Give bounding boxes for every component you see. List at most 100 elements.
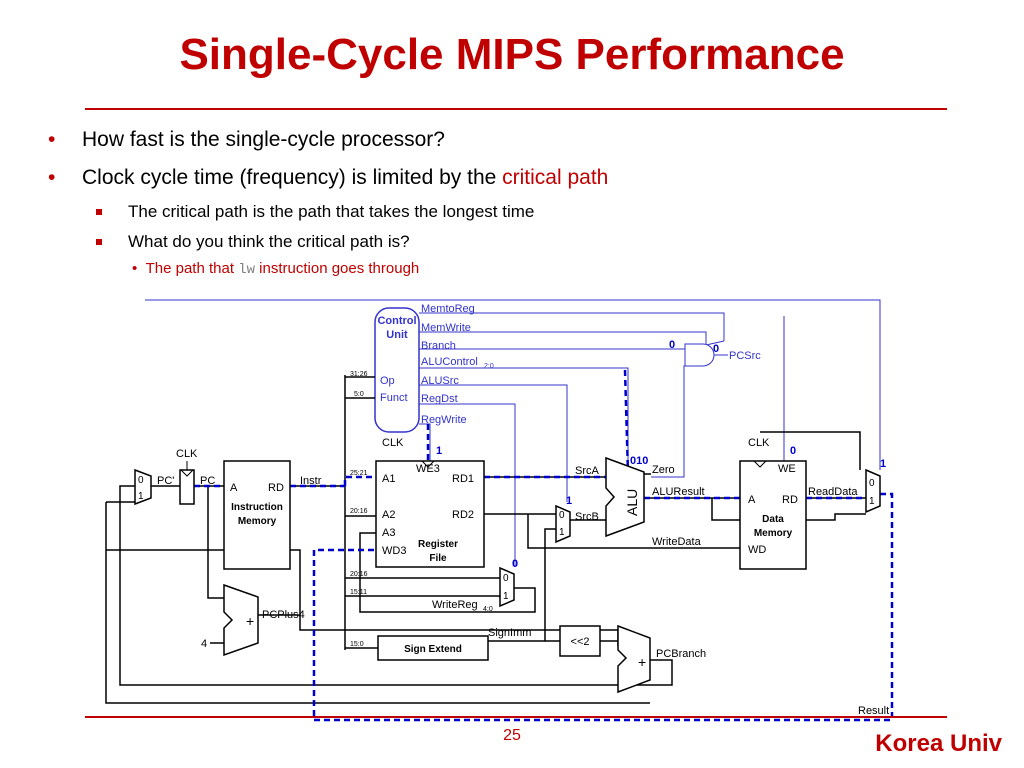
control-unit-label: Unit: [386, 329, 408, 341]
bitfield-imm: 15:0: [350, 641, 364, 648]
adder-plus: +: [638, 654, 646, 670]
critical-path-highlight: critical path: [502, 166, 609, 189]
srcb-label: SrcB: [575, 511, 599, 523]
alucontrol-value: 010: [630, 455, 648, 467]
regfile-label: Register: [418, 539, 458, 550]
pc-mux: [134, 468, 152, 506]
memwrite-value: 0: [790, 445, 796, 457]
imem-a-port: A: [230, 482, 238, 494]
memwrite-label: MemWrite: [421, 322, 471, 334]
dmem-a-port: A: [748, 494, 756, 506]
shift-left-2: [559, 625, 601, 657]
dmem-rd-port: RD: [782, 494, 798, 506]
memtoreg-mux-in0: 0: [869, 478, 875, 489]
alusrc-value: 1: [566, 495, 572, 507]
bitfield-op: 31:26: [350, 371, 368, 378]
instruction-memory: [223, 460, 291, 570]
slide-title: Single-Cycle MIPS Performance: [179, 30, 845, 79]
a3-port: A3: [382, 527, 395, 539]
and-gate: [684, 343, 715, 367]
wd3-port: WD3: [382, 545, 406, 557]
sub-bullet-text: What do you think the critical path is?: [128, 232, 410, 251]
pc-label: PC: [200, 475, 215, 487]
pcsrc-value: 0: [713, 343, 719, 355]
brand-label: Korea Univ: [875, 730, 1002, 757]
sub-bullet-text: The critical path is the path that takes…: [128, 202, 535, 221]
alusrc-label: ALUSrc: [421, 375, 459, 387]
control-unit: [374, 307, 420, 433]
alucontrol-sub: 2:0: [484, 363, 494, 370]
rd1-port: RD1: [452, 473, 474, 485]
imem-rd-port: RD: [268, 482, 284, 494]
imem-label: Memory: [238, 516, 277, 527]
regdst-mux: [499, 566, 515, 608]
writereg-label: WriteReg: [432, 599, 478, 611]
srca-label: SrcA: [575, 465, 600, 477]
sub-sub-bullet: • The path that lw instruction goes thro…: [132, 260, 420, 278]
sub-bullet-marker: [96, 239, 102, 245]
aluresult-label: ALUResult: [652, 486, 705, 498]
branch-value: 0: [669, 339, 675, 351]
pc-adder: [223, 583, 259, 657]
alucontrol-label: ALUControl: [421, 356, 478, 368]
control-unit-label: Control: [377, 315, 416, 327]
writedata-label: WriteData: [652, 536, 702, 548]
zero-label: Zero: [652, 464, 675, 476]
data-memory: [739, 460, 807, 570]
srcb-mux-in0: 0: [559, 510, 565, 521]
lw-code: lw: [238, 262, 255, 278]
page-number: 25: [503, 727, 521, 744]
bullet-dot: •: [48, 128, 56, 151]
bitfield-rt: 20:16: [350, 508, 368, 515]
imem-label: Instruction: [231, 502, 283, 513]
dmem-wd-port: WD: [748, 544, 766, 556]
bitfield-rs: 25:21: [350, 470, 368, 477]
we3-port: WE3: [416, 463, 440, 475]
a2-port: A2: [382, 509, 395, 521]
control-op-label: Op: [380, 375, 395, 387]
memtoreg-mux-in1: 1: [869, 496, 875, 507]
sub-bullet-marker: [96, 209, 102, 215]
branch-label: Branch: [421, 340, 456, 352]
pcbranch-adder: [617, 624, 651, 694]
memtoreg-value: 1: [880, 458, 886, 470]
regfile-label: File: [429, 553, 447, 564]
bitfield-rd: 15:11: [350, 589, 367, 596]
a1-port: A1: [382, 473, 395, 485]
bullet-dot: •: [48, 166, 56, 189]
result-label: Result: [858, 705, 889, 717]
clk-label: CLK: [382, 437, 404, 449]
signimm-label: SignImm: [488, 627, 531, 639]
sign-extend-label: Sign Extend: [404, 644, 462, 655]
shift-label: <<2: [571, 636, 590, 648]
control-funct-label: Funct: [380, 392, 408, 404]
writereg-sub: 4:0: [483, 606, 493, 613]
memtoreg-label: MemtoReg: [421, 303, 475, 315]
clk-label: CLK: [176, 448, 198, 460]
pcplus4-label: PCPlus4: [262, 609, 305, 621]
dmem-we-port: WE: [778, 463, 796, 475]
regdst-mux-in1: 1: [503, 591, 509, 602]
memtoreg-mux: [865, 468, 881, 514]
regdst-label: RegDst: [421, 393, 458, 405]
pcbranch-label: PCBranch: [656, 648, 706, 660]
readdata-label: ReadData: [808, 486, 858, 498]
bullet-text: How fast is the single-cycle processor?: [82, 128, 445, 151]
pc-prime-label: PC': [157, 475, 174, 487]
dmem-label: Memory: [754, 528, 793, 539]
title-rule: [85, 108, 947, 110]
bitfield-funct: 5:0: [354, 391, 364, 398]
regdst-mux-in0: 0: [503, 573, 509, 584]
rd2-port: RD2: [452, 509, 474, 521]
srcb-mux-in1: 1: [559, 527, 565, 538]
pc-mux-in1: 1: [138, 491, 144, 502]
instr-label: Instr: [300, 475, 322, 487]
adder-plus: +: [246, 613, 254, 629]
regwrite-value: 1: [436, 445, 442, 457]
alu-label: ALU: [624, 489, 640, 516]
srcb-mux: [555, 504, 571, 544]
clk-label: CLK: [748, 437, 770, 449]
regdst-value: 0: [512, 558, 518, 570]
pc-register: [179, 469, 195, 505]
